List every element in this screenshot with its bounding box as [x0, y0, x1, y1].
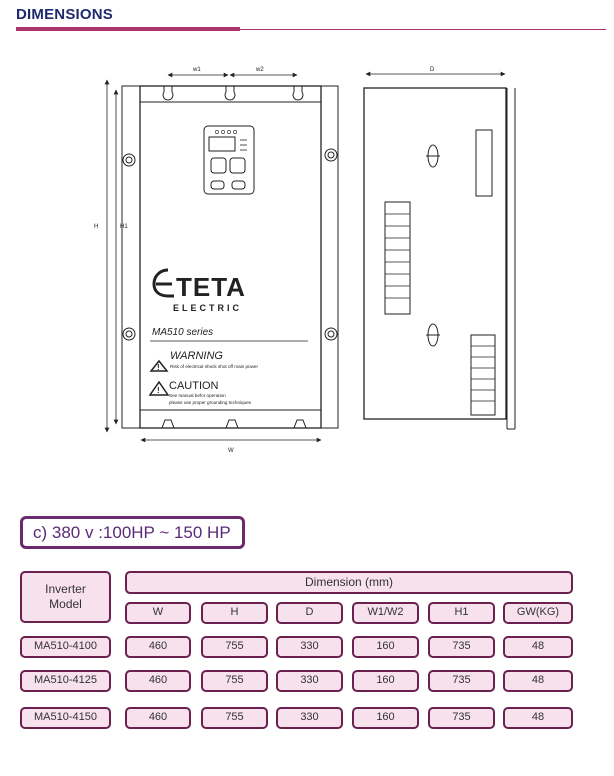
row-2-w1w2: 160 [352, 670, 419, 692]
caution-icon [148, 380, 170, 396]
side-lug-right-bottom [324, 327, 338, 341]
brand-name: TETA [176, 272, 246, 302]
side-lug-top [426, 144, 440, 168]
side-vent-left [384, 201, 411, 315]
keyhole-top-mid [224, 86, 236, 101]
h1-label: H1 [120, 224, 128, 230]
warning-title: WARNING [170, 350, 223, 362]
row-2-model: MA510-4125 [20, 670, 111, 692]
row-1-d: 330 [276, 636, 343, 658]
dimension-drawing: TETA ELECTRIC MA510 series ! WARNING Ris… [94, 67, 516, 454]
row-2-w: 460 [125, 670, 191, 692]
side-lug-right-top [324, 148, 338, 162]
keyhole-top-left [162, 86, 174, 101]
keypad-panel [203, 125, 255, 195]
page-title: DIMENSIONS [16, 6, 114, 23]
row-3-gw: 48 [503, 707, 573, 729]
row-1-h: 755 [201, 636, 268, 658]
d-label: D [430, 67, 435, 73]
title-rule [240, 29, 606, 30]
h-label: H [94, 224, 98, 230]
brand-sub: ELECTRIC [173, 303, 242, 313]
row-2-d: 330 [276, 670, 343, 692]
row-1-w: 460 [125, 636, 191, 658]
w2-label: w2 [255, 67, 264, 73]
row-1-gw: 48 [503, 636, 573, 658]
row-1-model: MA510-4100 [20, 636, 111, 658]
w-label: W [228, 448, 234, 454]
row-3-w1w2: 160 [352, 707, 419, 729]
model-header-cell: Inverter Model [20, 571, 111, 623]
column-header-w1w2: W1/W2 [352, 602, 419, 624]
keyhole-top-right [292, 86, 304, 101]
side-vent-bottom [470, 334, 496, 416]
side-lug-left-top [122, 153, 136, 167]
column-header-w: W [125, 602, 191, 624]
column-header-h: H [201, 602, 268, 624]
column-header-h1: H1 [428, 602, 495, 624]
side-vent-top [475, 129, 493, 197]
caution-title: CAUTION [169, 380, 219, 392]
row-2-h1: 735 [428, 670, 495, 692]
column-header-gw: GW(KG) [503, 602, 573, 624]
svg-text:!: ! [157, 363, 160, 372]
row-3-w: 460 [125, 707, 191, 729]
model-header-line1: Inverter [45, 582, 86, 596]
row-3-h: 755 [201, 707, 268, 729]
warning-text: Risk of electrical shock shot off main p… [170, 364, 258, 369]
title-underline [16, 27, 240, 31]
warning-icon [149, 359, 169, 372]
column-header-d: D [276, 602, 343, 624]
row-3-h1: 735 [428, 707, 495, 729]
row-1-w1w2: 160 [352, 636, 419, 658]
side-lug-left-bottom [122, 327, 136, 341]
row-2-gw: 48 [503, 670, 573, 692]
w1-label: w1 [192, 67, 201, 73]
section-heading: c) 380 v :100HP ~ 150 HP [20, 516, 245, 549]
model-header-line2: Model [49, 597, 82, 611]
caution-line1: See manual befor operation [169, 393, 226, 398]
side-lug-bottom [426, 323, 440, 347]
row-3-model: MA510-4150 [20, 707, 111, 729]
brand-logo-mark [152, 268, 174, 298]
front-view: TETA ELECTRIC MA510 series ! WARNING Ris… [94, 67, 339, 454]
dimension-group-header: Dimension (mm) [125, 571, 573, 594]
row-3-d: 330 [276, 707, 343, 729]
svg-text:!: ! [157, 386, 160, 395]
row-2-h: 755 [201, 670, 268, 692]
side-view: D [363, 67, 516, 430]
caution-line2: please use proper grounding techniques [169, 400, 252, 405]
series-label: MA510 series [152, 327, 213, 338]
row-1-h1: 735 [428, 636, 495, 658]
